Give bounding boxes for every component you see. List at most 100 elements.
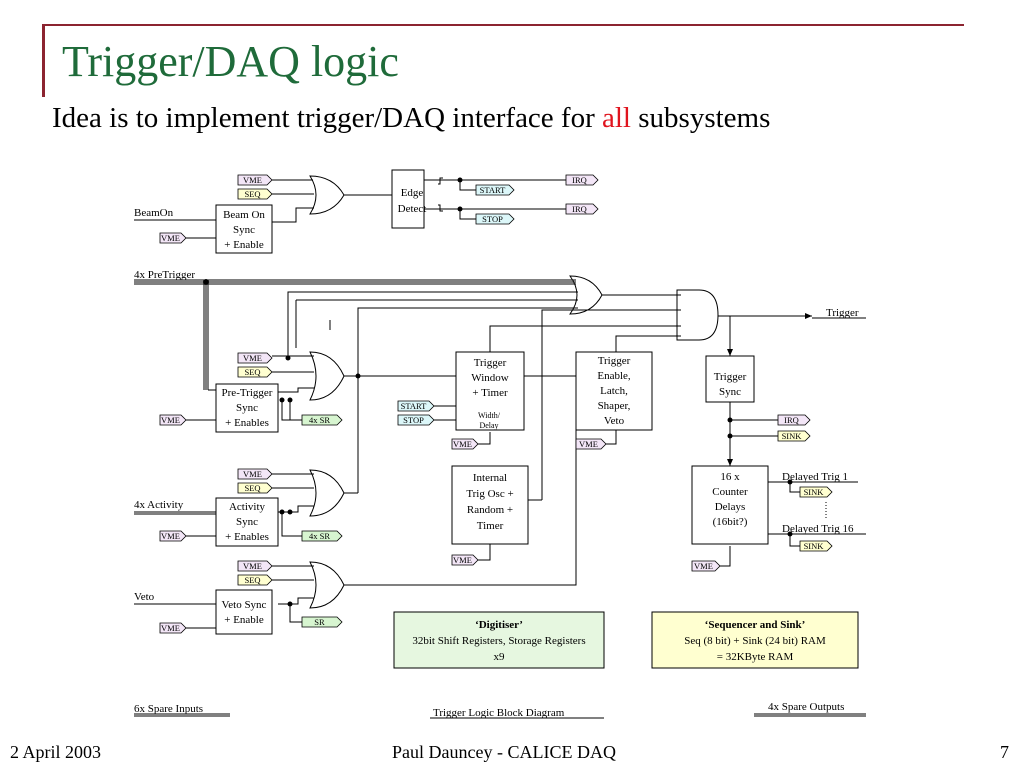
digitiser-box xyxy=(393,611,605,669)
block-label-trigger-enable: Shaper, xyxy=(598,400,631,412)
or-gate-pretrigger xyxy=(569,275,603,315)
block-label-internal-osc: Timer xyxy=(477,520,504,532)
signal-tag-vme: VME xyxy=(237,174,273,186)
signal-tag-shape xyxy=(397,400,435,412)
signal-tag-shape xyxy=(301,616,343,628)
signal-tag-label: VME xyxy=(161,233,180,243)
signal-tag-vme: VME xyxy=(159,232,187,244)
signal-tag-label: SEQ xyxy=(244,189,260,199)
block-edge-detect xyxy=(391,169,425,229)
block-trigger-sync xyxy=(705,355,755,403)
signal-tag-shape xyxy=(159,622,187,634)
junction-dot xyxy=(787,479,793,485)
signal-tag-shape xyxy=(691,560,721,572)
sequencer-line2: = 32KByte RAM xyxy=(717,651,794,663)
subtitle-text-post: subsystems xyxy=(631,102,771,134)
block-label-trigger-enable: Latch, xyxy=(600,385,628,397)
signal-tag-seq: SEQ xyxy=(237,574,273,586)
and-gate-trigger xyxy=(676,289,719,341)
digitiser-line2: x9 xyxy=(494,651,506,663)
signal-tag-shape xyxy=(799,540,833,552)
signal-tag-label: SEQ xyxy=(244,367,260,377)
block-label-internal-osc: Random + xyxy=(467,504,513,516)
signal-tag-sink: SINK xyxy=(799,540,833,552)
signal-tag-shape xyxy=(475,184,515,196)
signal-tag-vme: VME xyxy=(237,468,273,480)
signal-tag-vme: VME xyxy=(237,352,273,364)
signal-tag-label: VME xyxy=(579,439,598,449)
signal-tag-label: VME xyxy=(161,623,180,633)
junction-dot xyxy=(457,177,463,183)
slide-title: Trigger/DAQ logic xyxy=(62,37,399,86)
footer-author: Paul Dauncey - CALICE DAQ xyxy=(392,742,616,762)
signal-tag-label: SINK xyxy=(804,487,825,497)
signal-tag-label: SR xyxy=(314,617,325,627)
junction-dot xyxy=(727,417,733,423)
block-label-trigger-window: Window xyxy=(471,372,508,384)
block-label-trigger-enable: Trigger xyxy=(598,355,631,367)
block-label-activity-sync: + Enables xyxy=(225,531,269,543)
signal-tag-label: VME xyxy=(243,353,262,363)
signal-veto: Veto xyxy=(134,591,155,603)
signal-tag-label: START xyxy=(480,185,507,195)
block-label-veto-sync: + Enable xyxy=(224,614,264,626)
signal-tag-label: IRQ xyxy=(572,204,587,214)
subtitle-highlight: all xyxy=(602,102,631,134)
block-label-trigger-enable: Enable, xyxy=(597,370,631,382)
signal-tag-vme: VME xyxy=(159,530,187,542)
signal-tag-stop: STOP xyxy=(475,213,515,225)
signal-tag-shape xyxy=(777,430,811,442)
signal-tag-shape xyxy=(237,188,273,200)
or-gate-activity-sync xyxy=(309,469,345,517)
signal-tag-shape xyxy=(237,352,273,364)
signal-tag-shape xyxy=(237,174,273,186)
signal-tag-irq: IRQ xyxy=(565,174,599,186)
or-gate-pretrig-sync xyxy=(309,351,345,401)
signal-tag-label: SINK xyxy=(804,541,825,551)
block-pretrig-sync xyxy=(215,383,279,433)
block-label-counter-delays: 16 x xyxy=(720,471,740,483)
block-label-edge-detect: Detect xyxy=(398,203,427,215)
block-label-beamon-sync: Sync xyxy=(233,224,255,236)
signal-tag-stop: STOP xyxy=(397,414,435,426)
block-label-counter-delays: Delays xyxy=(715,501,746,513)
digitiser-title: ‘Digitiser’ xyxy=(475,619,523,631)
signal-tag-label: IRQ xyxy=(572,175,587,185)
block-label-pretrig-sync: + Enables xyxy=(225,417,269,429)
rising-edge-icon xyxy=(438,177,443,185)
signal-tag-sr4: 4x SR xyxy=(301,530,343,542)
signal-delayed-trig-16: Delayed Trig 16 xyxy=(782,523,854,535)
or-gate-beamon xyxy=(309,175,345,215)
signal-tag-sink: SINK xyxy=(777,430,811,442)
signal-tag-shape xyxy=(565,174,599,186)
subtitle-text-pre: Idea is to implement trigger/DAQ interfa… xyxy=(52,102,602,134)
signal-tag-label: 4x SR xyxy=(309,415,330,425)
block-counter-delays xyxy=(691,465,769,545)
block-label-pretrig-sync: Pre-Trigger xyxy=(222,387,273,399)
signal-tag-label: VME xyxy=(243,561,262,571)
signal-tag-shape xyxy=(301,530,343,542)
block-trigger-enable xyxy=(575,351,653,431)
signal-tag-label: IRQ xyxy=(784,415,799,425)
signal-tag-shape xyxy=(159,414,187,426)
block-label-internal-osc: Internal xyxy=(473,472,507,484)
block-beamon-sync xyxy=(215,204,273,254)
signal-tag-shape xyxy=(159,232,187,244)
signal-tag-seq: SEQ xyxy=(237,188,273,200)
block-label-veto-sync: Veto Sync xyxy=(222,599,267,611)
junction-dot xyxy=(279,397,285,403)
digitiser-line1: 32bit Shift Registers, Storage Registers xyxy=(412,635,585,647)
signal-tag-sr: SR xyxy=(301,616,343,628)
signal-tag-label: VME xyxy=(453,439,472,449)
signal-tag-label: VME xyxy=(161,415,180,425)
block-label-counter-delays: Counter xyxy=(712,486,748,498)
signal-tag-shape xyxy=(451,554,479,566)
block-label-pretrig-sync: Sync xyxy=(236,402,258,414)
signal-tag-label: VME xyxy=(243,469,262,479)
signal-tag-seq: SEQ xyxy=(237,366,273,378)
signal-beamon: BeamOn xyxy=(134,207,174,219)
block-veto-sync xyxy=(215,589,273,635)
signal-tag-shape xyxy=(237,468,273,480)
signal-tag-start: START xyxy=(397,400,435,412)
